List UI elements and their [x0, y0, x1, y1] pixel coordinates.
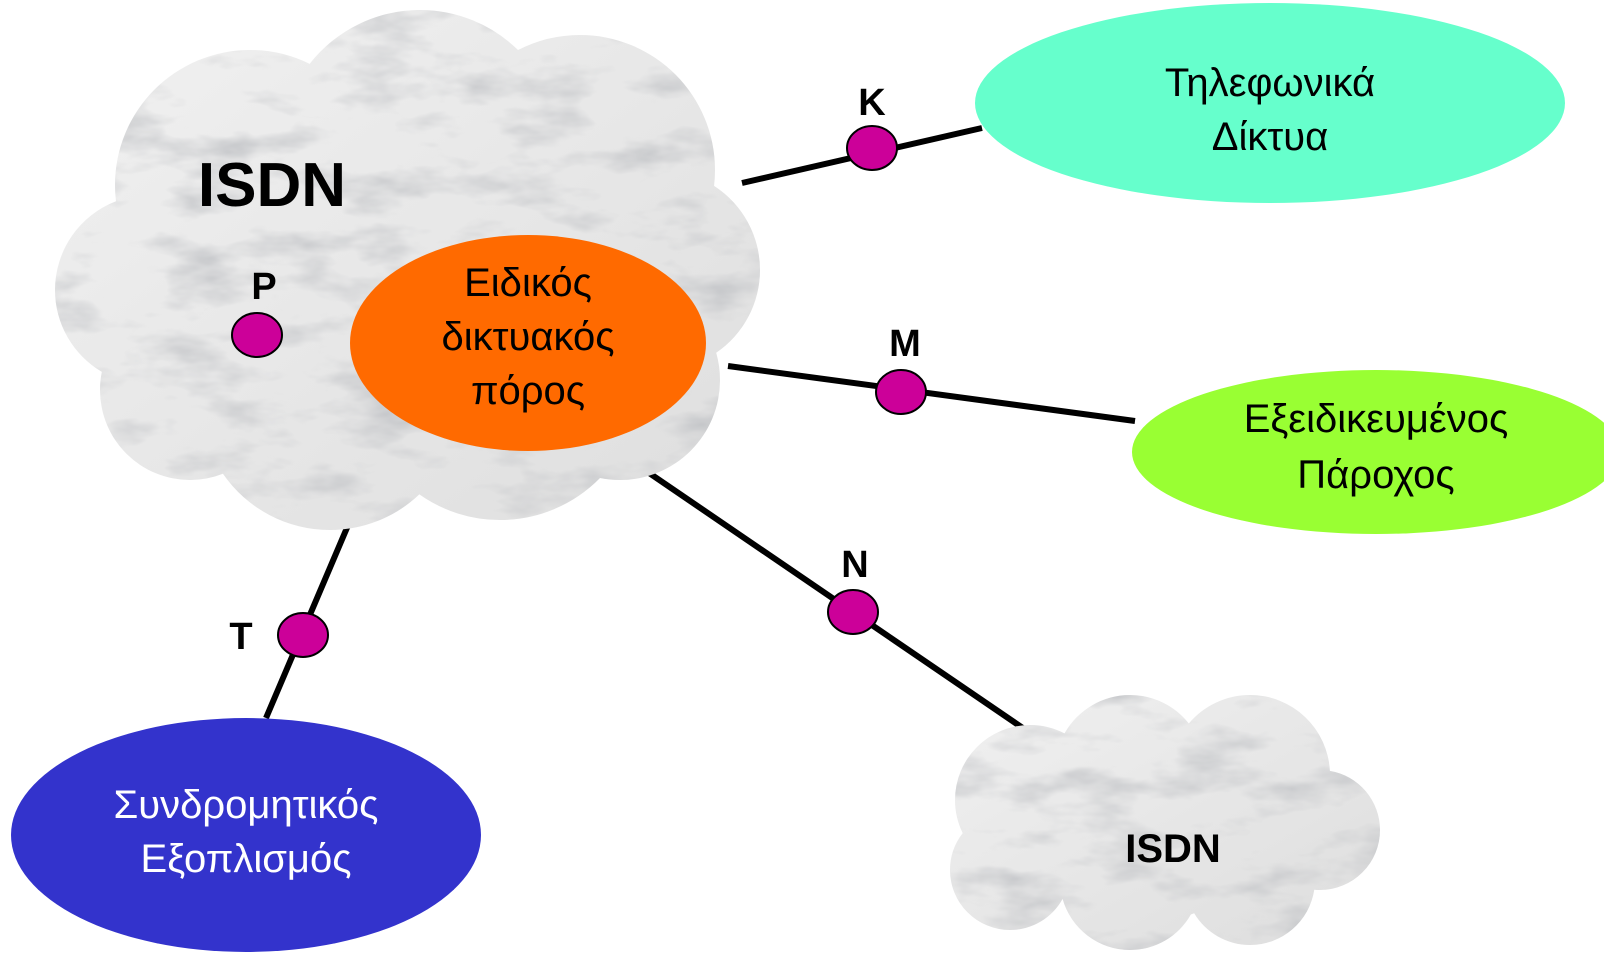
reference-points	[231, 125, 927, 658]
reference-label-t: T	[229, 616, 252, 658]
special-network-resource: Ειδικός δικτυακός πόρος	[350, 235, 706, 451]
main-cloud-label: ISDN	[198, 151, 346, 220]
reference-point-t	[277, 612, 329, 658]
subscriber-equipment-line1: Συνδρομητικός	[114, 783, 379, 827]
subscriber-equipment-ellipse	[11, 718, 481, 952]
specialized-provider-ellipse	[1132, 370, 1604, 534]
reference-point-n	[827, 589, 879, 635]
subscriber-equipment: Συνδρομητικός Εξοπλισμός	[11, 718, 481, 952]
gateway-line2: δικτυακός	[442, 315, 615, 359]
line-m	[727, 363, 1136, 424]
telephone-networks-ellipse	[975, 3, 1565, 203]
reference-label-p: P	[251, 266, 276, 308]
reference-point-m	[875, 369, 927, 415]
telephone-networks: Τηλεφωνικά Δίκτυα	[975, 3, 1565, 203]
specialized-provider-line1: Εξειδικευμένος	[1244, 397, 1509, 441]
specialized-provider: Εξειδικευμένος Πάροχος	[1132, 370, 1604, 534]
reference-point-p	[231, 312, 283, 358]
reference-label-n: N	[841, 544, 868, 586]
gateway-line3: πόρος	[471, 369, 585, 413]
telephone-networks-line2: Δίκτυα	[1212, 115, 1328, 159]
main-isdn-cloud: ISDN	[55, 10, 760, 530]
reference-label-m: M	[889, 323, 921, 365]
remote-isdn-cloud: ISDN	[950, 695, 1380, 950]
specialized-provider-line2: Πάροχος	[1297, 453, 1454, 497]
telephone-networks-line1: Τηλεφωνικά	[1165, 61, 1375, 105]
subscriber-equipment-line2: Εξοπλισμός	[141, 837, 352, 881]
reference-point-k	[846, 125, 898, 171]
reference-point-labels: P K M N T	[229, 82, 920, 658]
gateway-ellipse	[350, 235, 706, 451]
remote-cloud-label: ISDN	[1125, 827, 1221, 871]
reference-label-k: K	[858, 82, 886, 124]
gateway-line1: Ειδικός	[464, 261, 592, 305]
